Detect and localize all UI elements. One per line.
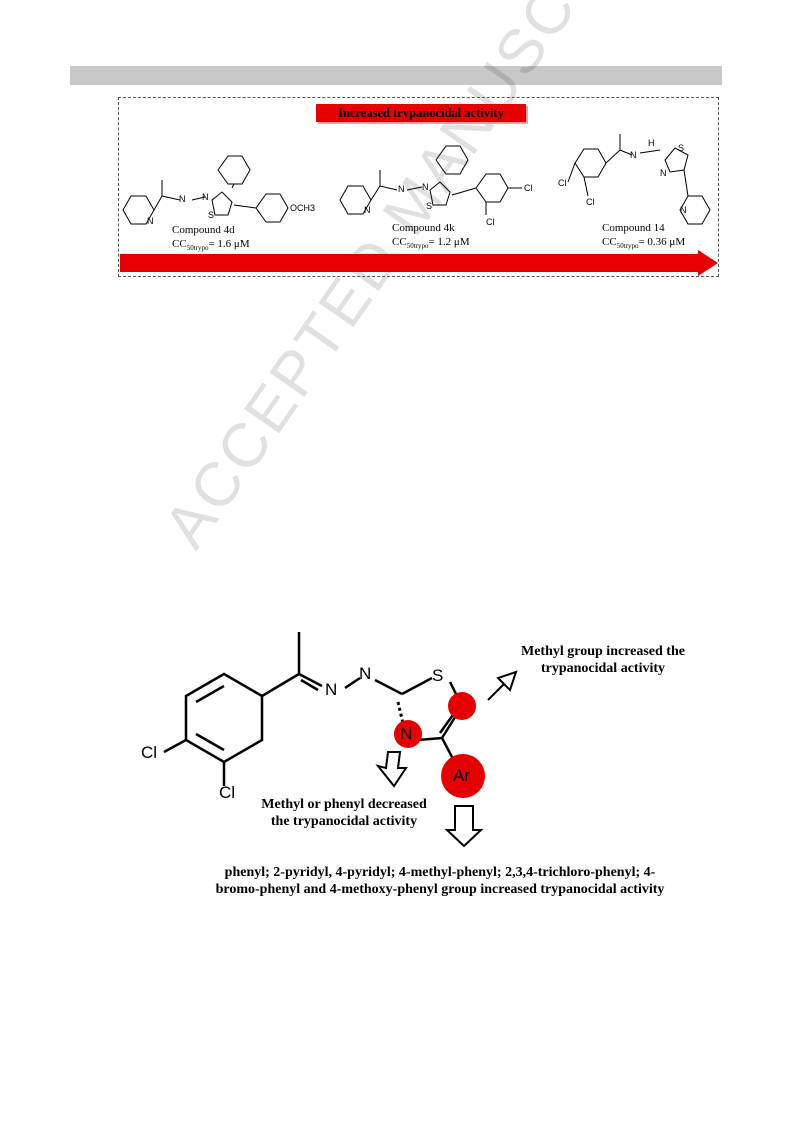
- atom-s-4k: S: [426, 201, 433, 211]
- compound-14-name: Compound 14: [602, 222, 665, 234]
- compound-4d-name: Compound 4d: [172, 224, 235, 236]
- phenyl-ring-4k: [435, 145, 469, 175]
- arrow-decrease-down: [375, 751, 408, 788]
- annotation-decrease: Methyl or phenyl decreased the trypanoci…: [261, 797, 427, 829]
- highlight-n3: [394, 720, 422, 748]
- atom-n-14-2: N: [660, 168, 667, 178]
- sar-atom-cl-2: Cl: [219, 783, 236, 802]
- arrow-bottom-down: [444, 805, 484, 848]
- atom-s-4d: S: [208, 210, 215, 220]
- atom-n-4d: N: [147, 216, 154, 226]
- annotation-bottom: phenyl; 2-pyridyl, 4-pyridyl; 4-methyl-p…: [215, 865, 665, 897]
- atom-och3-4d: OCH3: [290, 203, 316, 213]
- activity-arrow-shape: [120, 250, 718, 276]
- sar-atom-n-3: N: [400, 724, 413, 743]
- compound-4k-name: Compound 4k: [392, 222, 455, 234]
- sar-atom-s: S: [432, 666, 444, 685]
- atom-s-14: S: [678, 143, 685, 153]
- atom-n-4d-3: N: [202, 192, 209, 202]
- thiazoline-ring-4d: [211, 191, 233, 216]
- atom-cl-4k-2: Cl: [486, 217, 495, 227]
- atom-n-4d-2: N: [179, 194, 186, 204]
- phenyl-ring-4d: [217, 155, 251, 185]
- methoxyphenyl-ring-4d: [255, 193, 289, 223]
- atom-n-4k-2: N: [398, 184, 405, 194]
- thiazole-ring-14: [664, 147, 689, 173]
- atom-n-14: N: [630, 150, 637, 160]
- atom-cl-14-2: Cl: [586, 197, 595, 207]
- atom-n-14-3: N: [680, 205, 687, 215]
- atom-n-4k-3: N: [422, 182, 429, 192]
- compound-14-cc: CC50trypo= 0.36 μM: [602, 236, 686, 251]
- atom-h-14: H: [648, 138, 655, 148]
- sar-atom-cl-1: Cl: [141, 743, 158, 762]
- graphical-abstract-banner: Increased trypanocidal activity: [316, 104, 526, 122]
- sar-atom-n-2: N: [359, 664, 372, 683]
- highlight-ar: [441, 754, 485, 798]
- arrow-methyl-up: [487, 670, 518, 701]
- compound-4k-cc: CC50trypo= 1.2 μM: [392, 236, 470, 251]
- annotation-methyl-increase: Methyl group increased the trypanocidal …: [521, 644, 685, 676]
- atom-cl-14-1: Cl: [558, 178, 567, 188]
- compound-4d-cc: CC50trypo= 1.6 μM: [172, 238, 250, 253]
- thiazoline-ring-4k: [429, 181, 451, 206]
- atom-cl-4k-1: Cl: [524, 183, 533, 193]
- activity-arrow: [120, 250, 718, 276]
- sar-atom-ar: Ar: [453, 766, 470, 785]
- highlight-c5: [448, 692, 476, 720]
- sar-atom-n-1: N: [325, 680, 338, 699]
- graphical-abstract-frame: [118, 97, 719, 277]
- header-bar: [70, 66, 722, 85]
- atom-n-4k: N: [364, 205, 371, 215]
